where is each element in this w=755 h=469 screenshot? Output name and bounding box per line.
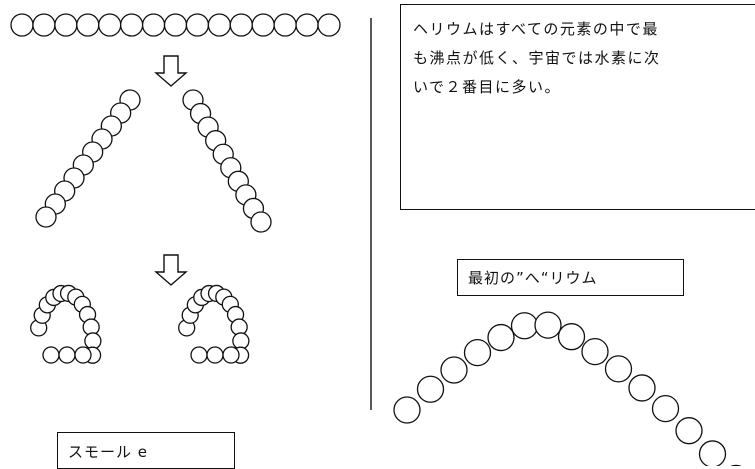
atom-circle: [10, 13, 34, 37]
helium-arch-chain: [393, 311, 742, 466]
atom-circle: [557, 323, 586, 351]
atom-circle: [35, 206, 57, 228]
atom-circle: [251, 13, 275, 37]
label-small-e: スモール e: [57, 432, 235, 469]
small-e-right: [178, 284, 250, 364]
atom-circle: [487, 323, 515, 352]
label-first-helium-text: 最初の”へ“リウム: [468, 269, 598, 287]
bent-chain-left: [35, 89, 141, 228]
atom-circle: [163, 13, 188, 37]
atom-circle: [207, 13, 232, 37]
down-arrow-icon: [154, 55, 188, 87]
atom-circle: [74, 346, 92, 364]
description-box: ヘリウムはすべての元素の中で最 も沸点が低く、宇宙では水素に次 いで２番目に多い…: [400, 4, 755, 210]
down-arrow-icon: [154, 254, 188, 286]
atom-circle: [190, 346, 208, 364]
atom-circle: [440, 356, 468, 384]
small-e-left: [30, 284, 102, 364]
atom-circle: [463, 338, 492, 367]
atom-circle: [185, 13, 210, 37]
atom-circle: [273, 13, 297, 37]
atom-circle: [32, 13, 56, 37]
atom-circle: [581, 337, 609, 366]
bent-chain-right: [182, 89, 272, 233]
atom-circle: [416, 375, 445, 403]
description-text: ヘリウムはすべての元素の中で最 も沸点が低く、宇宙では水素に次 いで２番目に多い…: [413, 20, 661, 96]
atom-circle: [222, 346, 240, 364]
atom-circle: [250, 211, 272, 233]
label-first-helium: 最初の”へ“リウム: [457, 259, 684, 296]
atom-circle: [54, 13, 78, 37]
atom-circle: [58, 346, 76, 364]
atom-circle: [206, 346, 224, 364]
atom-circle: [510, 312, 539, 340]
atom-circle: [76, 13, 100, 37]
atom-circle: [534, 311, 562, 339]
atom-circle: [98, 13, 122, 37]
atom-circle: [141, 13, 166, 37]
atom-circle: [393, 396, 421, 424]
label-small-e-text: スモール e: [68, 443, 148, 461]
atom-circle: [229, 13, 253, 37]
atom-circle: [675, 417, 703, 445]
atom-circle: [317, 13, 341, 37]
atom-circle: [42, 346, 60, 364]
atom-circle: [651, 394, 680, 423]
atom-circle: [698, 440, 727, 466]
atom-circle: [295, 13, 319, 37]
atom-circle: [119, 13, 144, 37]
atom-circle: [604, 355, 633, 383]
straight-chain: [10, 13, 341, 37]
atom-circle: [628, 374, 656, 402]
